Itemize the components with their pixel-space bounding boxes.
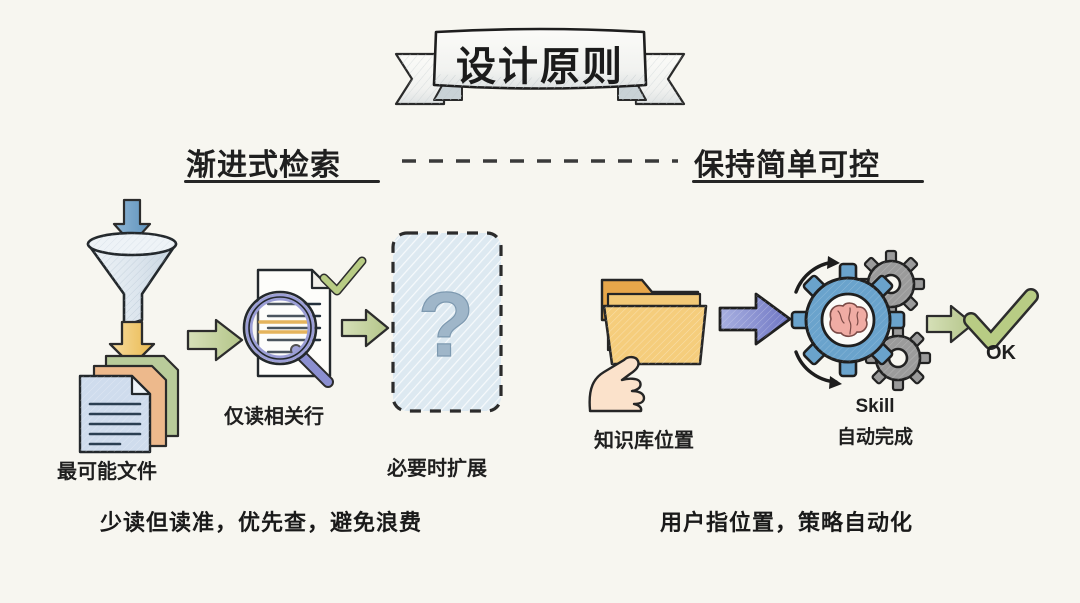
folder-hand-icon (588, 268, 718, 413)
label-expand-when-needed: 必要时扩展 (387, 458, 487, 480)
arrow-right-purple-icon (718, 292, 792, 346)
arrow-right-green-1-icon (186, 318, 244, 362)
check-small-icon (319, 256, 367, 298)
label-auto-complete: 自动完成 (836, 427, 913, 448)
page-title: 设计原则 (456, 45, 624, 89)
label-ok: OK (986, 342, 1016, 364)
question-box-icon: ? (388, 228, 508, 418)
arrow-right-green-2-icon (340, 308, 390, 348)
title-banner: 设计原则 (390, 22, 690, 114)
caption-right: 用户指位置，策略自动化 (660, 510, 914, 535)
section-heading-right-underline (692, 180, 924, 183)
check-mark-icon (963, 288, 1039, 350)
svg-text:?: ? (418, 274, 474, 376)
funnel-icon (78, 198, 198, 338)
caption-left: 少读但读准，优先查，避免浪费 (100, 510, 423, 535)
section-divider-dashed (400, 158, 680, 163)
label-skill: Skill (855, 396, 895, 417)
label-most-likely-files: 最可能文件 (57, 461, 157, 483)
section-heading-left-underline (184, 180, 380, 183)
label-read-relevant-lines: 仅读相关行 (224, 406, 324, 428)
gears-brain-icon (786, 248, 936, 398)
arrow-right-green-3-icon (925, 304, 975, 344)
magnifier-document-icon (232, 258, 352, 398)
document-stack-icon (72, 352, 192, 456)
label-knowledge-base-location: 知识库位置 (594, 430, 694, 452)
section-heading-left: 渐进式检索 (186, 149, 341, 182)
section-heading-right: 保持简单可控 (694, 149, 880, 182)
